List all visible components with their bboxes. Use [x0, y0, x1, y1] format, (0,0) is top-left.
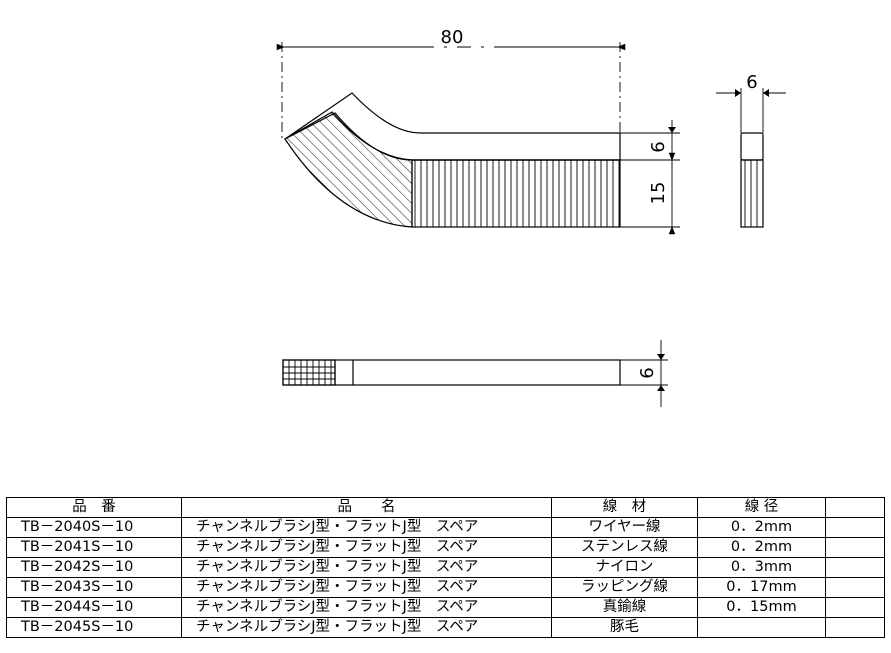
header-diameter: 線 径: [697, 497, 826, 518]
table-row: TB－2045S－10 チャンネルブラシJ型・フラットJ型 スペア 豚毛: [6, 617, 885, 638]
table-row: TB－2043S－10 チャンネルブラシJ型・フラットJ型 スペア ラッピング線…: [6, 577, 885, 598]
cell-extra: [825, 617, 885, 638]
cell-name: チャンネルブラシJ型・フラットJ型 スペア: [181, 537, 552, 558]
side-handle: [740, 132, 764, 161]
cell-name: チャンネルブラシJ型・フラットJ型 スペア: [181, 517, 552, 538]
cell-diameter: 0．15mm: [697, 597, 826, 618]
cell-part-no: TB－2040S－10: [6, 517, 182, 538]
dim-80-label: 80: [441, 27, 464, 48]
cell-material: ラッピング線: [551, 577, 698, 598]
cell-diameter: 0．2mm: [697, 517, 826, 538]
cell-part-no: TB－2045S－10: [6, 617, 182, 638]
curved-bristles: [284, 111, 413, 228]
cell-part-no: TB－2043S－10: [6, 577, 182, 598]
dim-thickness-label: 6: [637, 367, 658, 378]
header-extra: [825, 497, 885, 518]
cell-material: 真鍮線: [551, 597, 698, 618]
cell-extra: [825, 557, 885, 578]
front-view: 80 6 15: [276, 27, 680, 235]
straight-bristles: [411, 159, 621, 228]
header-part-no: 品 番: [6, 497, 182, 518]
handle-back-curve: [284, 92, 621, 161]
cell-part-no: TB－2041S－10: [6, 537, 182, 558]
cell-diameter: 0．3mm: [697, 557, 826, 578]
cell-name: チャンネルブラシJ型・フラットJ型 スペア: [181, 557, 552, 578]
cell-diameter: [697, 617, 826, 638]
table-header-row: 品 番 品 名 線 材 線 径: [6, 497, 885, 518]
cell-material: ナイロン: [551, 557, 698, 578]
cell-diameter: 0．2mm: [697, 537, 826, 558]
table-row: TB－2041S－10 チャンネルブラシJ型・フラットJ型 スペア ステンレス線…: [6, 537, 885, 558]
cell-extra: [825, 517, 885, 538]
cell-material: 豚毛: [551, 617, 698, 638]
table-row: TB－2044S－10 チャンネルブラシJ型・フラットJ型 スペア 真鍮線 0．…: [6, 597, 885, 618]
cell-material: ワイヤー線: [551, 517, 698, 538]
dim-15-label: 15: [648, 182, 669, 205]
plan-view: 6: [282, 340, 668, 407]
cell-diameter: 0．17mm: [697, 577, 826, 598]
side-bristles: [740, 159, 764, 228]
header-material: 線 材: [551, 497, 698, 518]
technical-drawing: 80 6 15 6 6: [276, 27, 786, 407]
table-row: TB－2042S－10 チャンネルブラシJ型・フラットJ型 スペア ナイロン 0…: [6, 557, 885, 578]
header-name: 品 名: [181, 497, 552, 518]
cell-extra: [825, 597, 885, 618]
cell-part-no: TB－2042S－10: [6, 557, 182, 578]
side-view: 6: [716, 72, 786, 228]
cell-name: チャンネルブラシJ型・フラットJ型 スペア: [181, 577, 552, 598]
cell-material: ステンレス線: [551, 537, 698, 558]
dim-6-label: 6: [648, 141, 669, 152]
plan-bristle-end: [282, 359, 336, 386]
dim-width-label: 6: [746, 72, 757, 93]
cell-extra: [825, 537, 885, 558]
cell-part-no: TB－2044S－10: [6, 597, 182, 618]
cell-name: チャンネルブラシJ型・フラットJ型 スペア: [181, 617, 552, 638]
cell-name: チャンネルブラシJ型・フラットJ型 スペア: [181, 597, 552, 618]
cell-extra: [825, 577, 885, 598]
spec-table: 品 番 品 名 線 材 線 径 TB－2040S－10 チャンネルブラシJ型・フ…: [6, 497, 885, 638]
table-row: TB－2040S－10 チャンネルブラシJ型・フラットJ型 スペア ワイヤー線 …: [6, 517, 885, 538]
